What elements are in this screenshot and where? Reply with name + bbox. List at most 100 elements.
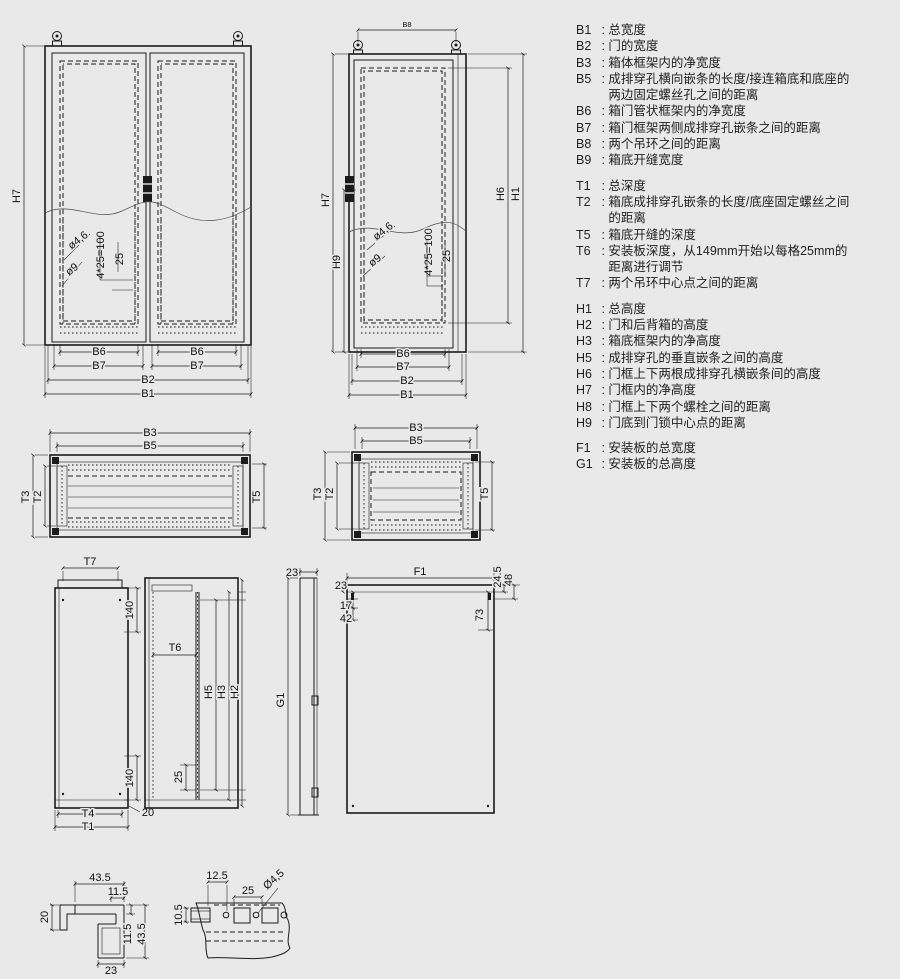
legend-item-t7: T7 : 两个吊环中心点之间的距离 (576, 275, 876, 291)
legend-code: T5 (576, 227, 591, 242)
legend-item-h7: H7 : 门框内的净高度 (576, 382, 876, 398)
dim-b2: B2 (400, 375, 413, 387)
legend-item-b9: B9 : 箱底开缝宽度 (576, 152, 876, 168)
dim-h6: H6 (495, 187, 507, 201)
legend-code: B6 (576, 104, 592, 119)
dim-25: 25 (114, 253, 126, 265)
dim-73: 73 (474, 609, 486, 621)
dim-b3: B3 (409, 422, 422, 434)
legend-code: B8 (576, 137, 592, 152)
legend-item-b1: B1 : 总宽度 (576, 22, 876, 38)
dim-dia-4-5: Ø4,5 (261, 867, 287, 892)
legend-separator: : (598, 318, 609, 333)
dim-t3: T3 (20, 491, 32, 504)
mounting-plate-front: F1 23 17 42 24.5 48 73 (333, 565, 520, 814)
legend: B1 : 总宽度 B2 : 门的宽度 B3 : 箱体框架内的净宽度 B5 : 成… (576, 22, 876, 473)
dim-t2: T2 (324, 488, 336, 501)
legend-separator: : (598, 276, 609, 291)
dim-b6-left: B6 (92, 346, 105, 358)
legend-separator: : (598, 104, 609, 119)
dim-11-5-right: 11.5 (122, 924, 134, 945)
dim-48: 48 (503, 574, 515, 586)
legend-separator: : (598, 39, 609, 54)
legend-desc: 两个吊环中心点之间的距离 (608, 276, 759, 291)
legend-separator: : (598, 301, 609, 316)
dim-23: 23 (105, 965, 117, 977)
legend-code: T2 (576, 194, 591, 209)
legend-separator: : (598, 120, 609, 135)
side-view-interior: T6 H5 H3 H2 25 (144, 577, 246, 809)
legend-item-b5: B5 : 成排穿孔横向嵌条的长度/接连箱底和底座的两边固定螺丝孔之间的距离 (576, 71, 876, 104)
dim-h9: H9 (331, 255, 343, 269)
legend-separator: : (598, 153, 609, 168)
door-lock (345, 176, 354, 202)
legend-desc: 门框上下两个螺栓之间的距离 (608, 399, 771, 414)
legend-desc: 门的宽度 (608, 39, 659, 54)
legend-item-t6: T6 : 安装板深度，从149mm开始以每格25mm的距离进行调节 (576, 243, 876, 276)
dim-12-5: 12.5 (206, 870, 227, 882)
legend-code: H2 (576, 318, 592, 333)
dim-25: 25 (173, 771, 185, 783)
dim-43-5-right: 43.5 (136, 923, 148, 944)
legend-item-h8: H8 : 门框上下两个螺栓之间的距离 (576, 399, 876, 415)
legend-desc: 总宽度 (608, 23, 646, 37)
side-view-cabinet: T7 140 140 20 T4 T1 (53, 555, 156, 835)
legend-item-t1: T1 : 总深度 (576, 178, 876, 194)
dim-42: 42 (340, 613, 352, 625)
dim-dia9: ø9 (63, 261, 81, 278)
legend-separator: : (598, 366, 609, 381)
legend-item-b8: B8 : 两个吊环之间的距离 (576, 136, 876, 152)
legend-desc: 箱底框架内的净高度 (608, 334, 721, 349)
dim-b5: B5 (143, 440, 156, 452)
dim-24-5: 24.5 (492, 566, 504, 587)
legend-code: H3 (576, 334, 592, 349)
legend-item-b6: B6 : 箱门管状框架内的净宽度 (576, 103, 876, 119)
door-handle (143, 176, 152, 202)
legend-code: B2 (576, 39, 592, 54)
legend-desc: 总高度 (608, 301, 646, 316)
legend-code: F1 (576, 441, 591, 456)
legend-desc: 门框内的净高度 (608, 383, 696, 398)
legend-code: B3 (576, 55, 592, 70)
dim-t6: T6 (169, 642, 182, 654)
dim-h5: H5 (203, 685, 215, 699)
legend-desc: 箱底开缝的深度 (608, 227, 696, 242)
dim-dia9: ø9 (366, 252, 384, 269)
legend-code: H5 (576, 350, 592, 365)
legend-separator: : (598, 243, 609, 258)
dim-b7-right: B7 (190, 360, 203, 372)
dim-23-side: 23 (286, 567, 298, 579)
legend-desc: 箱门管状框架内的净宽度 (608, 104, 746, 119)
dim-h1: H1 (510, 187, 522, 201)
dim-25: 25 (242, 885, 254, 897)
legend-separator: : (598, 227, 609, 242)
dim-10-5: 10.5 (173, 904, 185, 925)
legend-item-h9: H9 : 门底到门锁中心点的距离 (576, 415, 876, 431)
dim-f1: F1 (414, 566, 427, 578)
top-view-wide: B3 B5 T3 T2 T5 (19, 426, 267, 539)
legend-separator: : (598, 55, 609, 70)
dim-t3: T3 (312, 488, 324, 501)
legend-code: B9 (576, 153, 592, 168)
legend-code: H6 (576, 366, 592, 381)
dim-b7: B7 (396, 361, 409, 373)
legend-desc: 安装板的总高度 (608, 457, 696, 472)
legend-code: G1 (576, 457, 593, 472)
dim-43-5-top: 43.5 (89, 872, 110, 884)
legend-code: H7 (576, 383, 592, 398)
legend-separator: : (598, 383, 609, 398)
dim-b6-right: B6 (190, 346, 203, 358)
detail-punched-rail: 12.5 25 Ø4,5 10.5 (172, 866, 291, 960)
legend-separator: : (598, 23, 609, 37)
legend-item-h5: H5 : 成排穿孔的垂直嵌条之间的高度 (576, 350, 876, 366)
legend-code: H8 (576, 399, 592, 414)
legend-desc: 箱底成排穿孔嵌条的长度/底座固定螺丝之间的距离 (608, 194, 850, 226)
dim-g1: G1 (275, 693, 287, 708)
legend-code: B5 (576, 71, 592, 86)
legend-separator: : (598, 334, 609, 349)
dim-23-left: 23 (335, 580, 347, 592)
dim-h2: H2 (229, 685, 241, 699)
legend-separator: : (598, 457, 609, 472)
dim-20: 20 (39, 911, 51, 923)
legend-item-b2: B2 : 门的宽度 (576, 38, 876, 54)
